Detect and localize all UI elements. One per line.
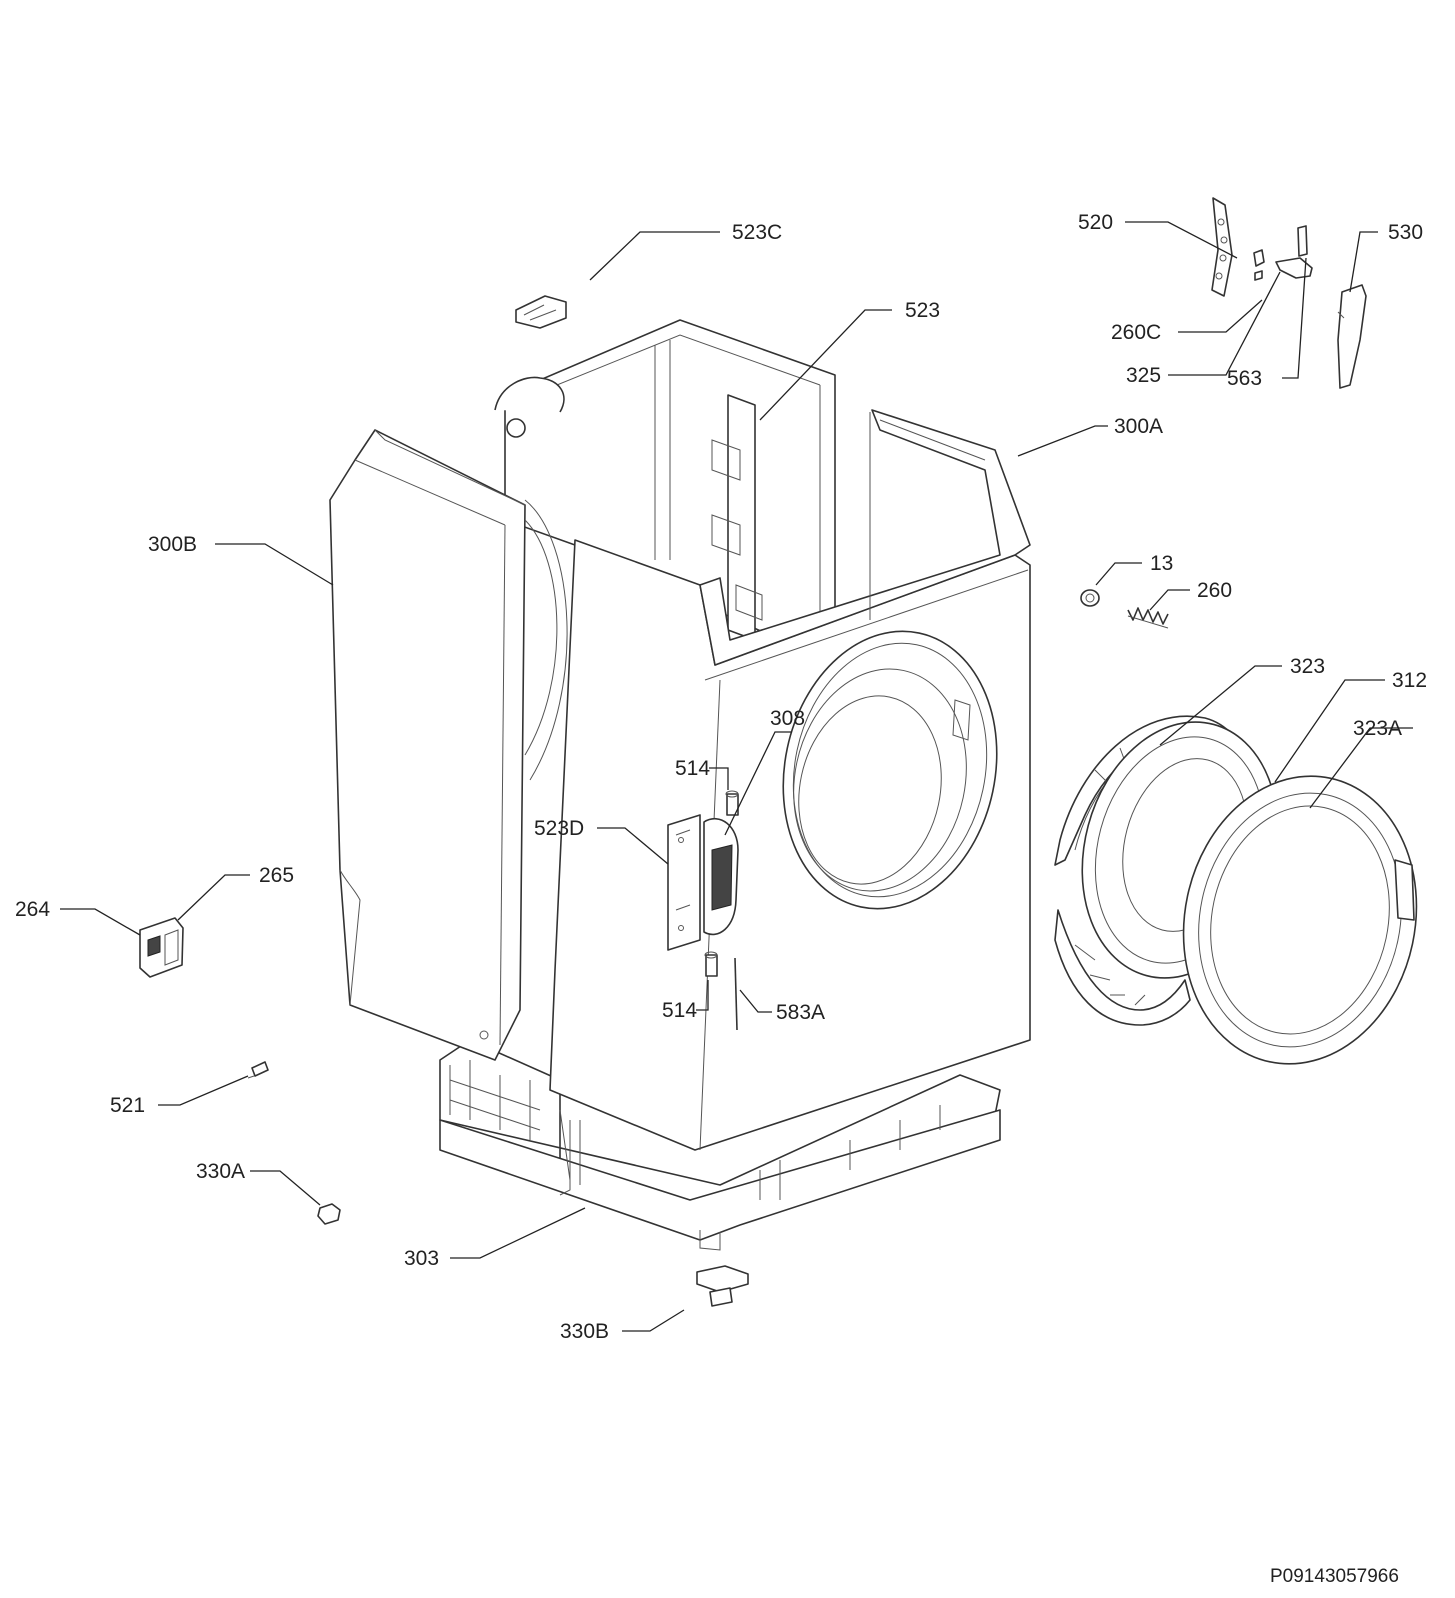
- callout-514-top: 514: [675, 757, 710, 780]
- callout-523C: 523C: [732, 221, 782, 244]
- callout-323A: 323A: [1353, 717, 1402, 740]
- callout-563: 563: [1227, 367, 1262, 390]
- part-563-lever: [1275, 225, 1313, 279]
- leader-lines: [60, 221, 1413, 1332]
- callout-325: 325: [1126, 364, 1161, 387]
- part-521-screw: [247, 1061, 269, 1079]
- callout-260: 260: [1197, 579, 1232, 602]
- callout-523D: 523D: [534, 817, 584, 840]
- callout-300A: 300A: [1114, 415, 1163, 438]
- callout-330B: 330B: [560, 1320, 609, 1343]
- callout-265: 265: [259, 864, 294, 887]
- cabinet-drawing: [329, 319, 1031, 1251]
- part-308-door-lock: [703, 817, 739, 936]
- part-260C-clip: [1253, 249, 1265, 281]
- callout-308: 308: [770, 707, 805, 730]
- callout-583A: 583A: [776, 1001, 825, 1024]
- part-13-nut: [1080, 589, 1100, 607]
- part-323A-outer-door-frame: [1182, 775, 1418, 1065]
- part-523D-lock-bracket: [667, 814, 701, 951]
- part-330A-foot: [317, 1203, 341, 1225]
- part-514-bushing-top: [725, 790, 739, 816]
- callout-521: 521: [110, 1094, 145, 1117]
- callout-260C: 260C: [1111, 321, 1161, 344]
- callout-labels: 523C 523 520 530 260C 325 563 300A 300B …: [15, 211, 1427, 1343]
- callout-300B: 300B: [148, 533, 197, 556]
- callout-520: 520: [1078, 211, 1113, 234]
- part-523C-bracket: [515, 295, 567, 329]
- callout-530: 530: [1388, 221, 1423, 244]
- part-583A-rod: [734, 957, 738, 1031]
- part-530-handle-cover: [1337, 284, 1367, 389]
- document-id: P09143057966: [1270, 1566, 1399, 1587]
- callout-312: 312: [1392, 669, 1427, 692]
- callout-13: 13: [1150, 552, 1173, 575]
- callout-264: 264: [15, 898, 50, 921]
- callout-303: 303: [404, 1247, 439, 1270]
- part-514-bushing-bottom: [704, 951, 718, 977]
- callout-523: 523: [905, 299, 940, 322]
- callout-514-bottom: 514: [662, 999, 697, 1022]
- callout-323: 323: [1290, 655, 1325, 678]
- part-264-265-hinge-block: [139, 917, 184, 978]
- part-260-spring: [1127, 607, 1169, 629]
- callout-330A: 330A: [196, 1160, 245, 1183]
- part-520-hinge-plate: [1211, 197, 1233, 297]
- part-330B-foot: [696, 1265, 749, 1307]
